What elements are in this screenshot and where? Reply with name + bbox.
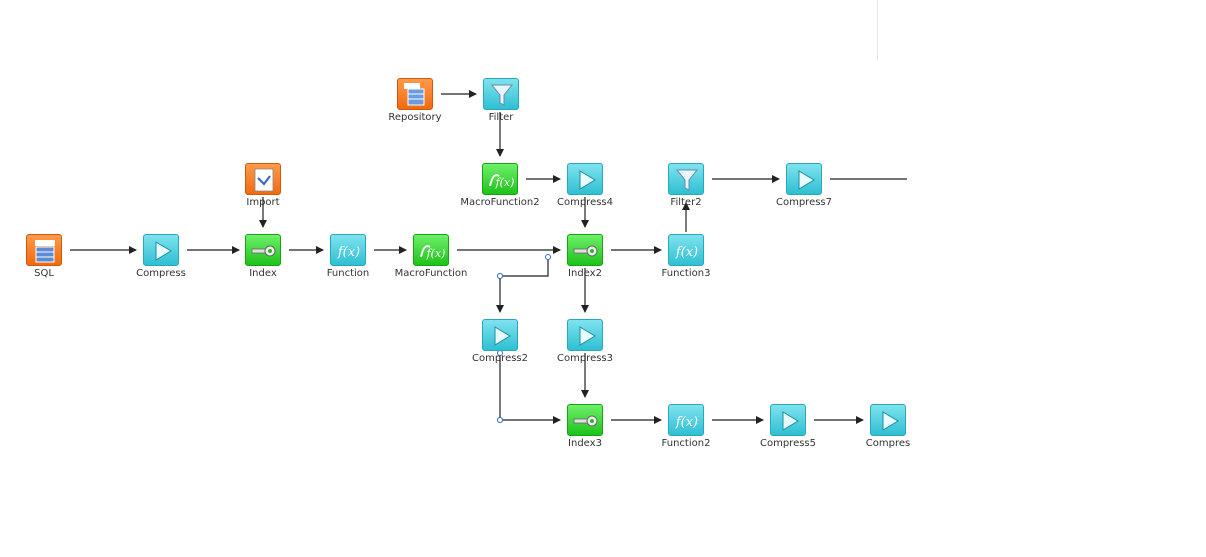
node-label: Compres xyxy=(865,438,911,449)
node-label: Compress xyxy=(136,268,186,279)
play-arrow-icon xyxy=(567,319,603,351)
key-icon xyxy=(567,234,603,266)
svg-text:f(x): f(x) xyxy=(675,245,698,260)
funnel-icon xyxy=(668,163,704,195)
node-function[interactable]: f(x) Function xyxy=(327,234,369,279)
node-label: Function3 xyxy=(661,268,711,279)
node-label: Compress7 xyxy=(775,197,832,208)
database-icon xyxy=(26,234,62,266)
node-compress[interactable]: Compress xyxy=(136,234,186,279)
svg-text:f(x): f(x) xyxy=(337,245,360,260)
node-macrofunction[interactable]: f(x) MacroFunction xyxy=(395,234,467,279)
play-arrow-icon xyxy=(870,404,906,436)
function-fx-icon: f(x) xyxy=(330,234,366,266)
macro-function-icon: f(x) xyxy=(482,163,518,195)
node-label: Filter xyxy=(488,112,514,123)
node-compress3[interactable]: Compress3 xyxy=(557,319,613,364)
node-import[interactable]: Import xyxy=(245,163,281,208)
node-filter[interactable]: Filter xyxy=(483,78,519,123)
node-label: Index3 xyxy=(568,438,602,449)
node-index2[interactable]: Index2 xyxy=(567,234,603,279)
svg-text:f(x): f(x) xyxy=(495,176,515,189)
node-label: Index xyxy=(249,268,277,279)
play-arrow-icon xyxy=(567,163,603,195)
node-label: Compress3 xyxy=(556,353,613,364)
node-repository[interactable]: Repository xyxy=(388,78,442,123)
edge-handle[interactable] xyxy=(497,273,503,279)
play-arrow-icon xyxy=(143,234,179,266)
import-document-icon xyxy=(245,163,281,195)
node-function2[interactable]: f(x) Function2 xyxy=(662,404,710,449)
play-arrow-icon xyxy=(770,404,806,436)
edge-handle[interactable] xyxy=(545,254,551,260)
key-icon xyxy=(567,404,603,436)
node-function3[interactable]: f(x) Function3 xyxy=(662,234,710,279)
node-compres[interactable]: Compres xyxy=(866,404,910,449)
node-label: Function2 xyxy=(661,438,711,449)
svg-text:f(x): f(x) xyxy=(426,247,446,260)
play-arrow-icon xyxy=(482,319,518,351)
svg-text:f(x): f(x) xyxy=(675,415,698,430)
node-label: Import xyxy=(246,197,280,208)
node-label: Index2 xyxy=(568,268,602,279)
node-index3[interactable]: Index3 xyxy=(567,404,603,449)
node-index[interactable]: Index xyxy=(245,234,281,279)
node-label: Compress2 xyxy=(471,353,528,364)
node-compress5[interactable]: Compress5 xyxy=(760,404,816,449)
node-label: SQL xyxy=(34,268,54,279)
play-arrow-icon xyxy=(786,163,822,195)
node-label: Compress5 xyxy=(759,438,816,449)
edge-handle[interactable] xyxy=(497,417,503,423)
node-compress7[interactable]: Compress7 xyxy=(776,163,832,208)
node-macrofunction2[interactable]: f(x) MacroFunction2 xyxy=(460,163,540,208)
function-fx-icon: f(x) xyxy=(668,404,704,436)
funnel-icon xyxy=(483,78,519,110)
canvas-divider xyxy=(877,0,878,60)
node-label: Function xyxy=(326,268,370,279)
node-label: Repository xyxy=(388,112,442,123)
node-label: MacroFunction xyxy=(394,268,468,279)
edge-index2-to-compress2[interactable] xyxy=(496,257,549,313)
node-label: Compress4 xyxy=(556,197,613,208)
macro-function-icon: f(x) xyxy=(413,234,449,266)
node-filter2[interactable]: Filter2 xyxy=(668,163,704,208)
node-compress2[interactable]: Compress2 xyxy=(472,319,528,364)
function-fx-icon: f(x) xyxy=(668,234,704,266)
node-sql[interactable]: SQL xyxy=(26,234,62,279)
node-compress4[interactable]: Compress4 xyxy=(557,163,613,208)
key-icon xyxy=(245,234,281,266)
repository-icon xyxy=(397,78,433,110)
node-label: Filter2 xyxy=(670,197,702,208)
node-label: MacroFunction2 xyxy=(460,197,540,208)
